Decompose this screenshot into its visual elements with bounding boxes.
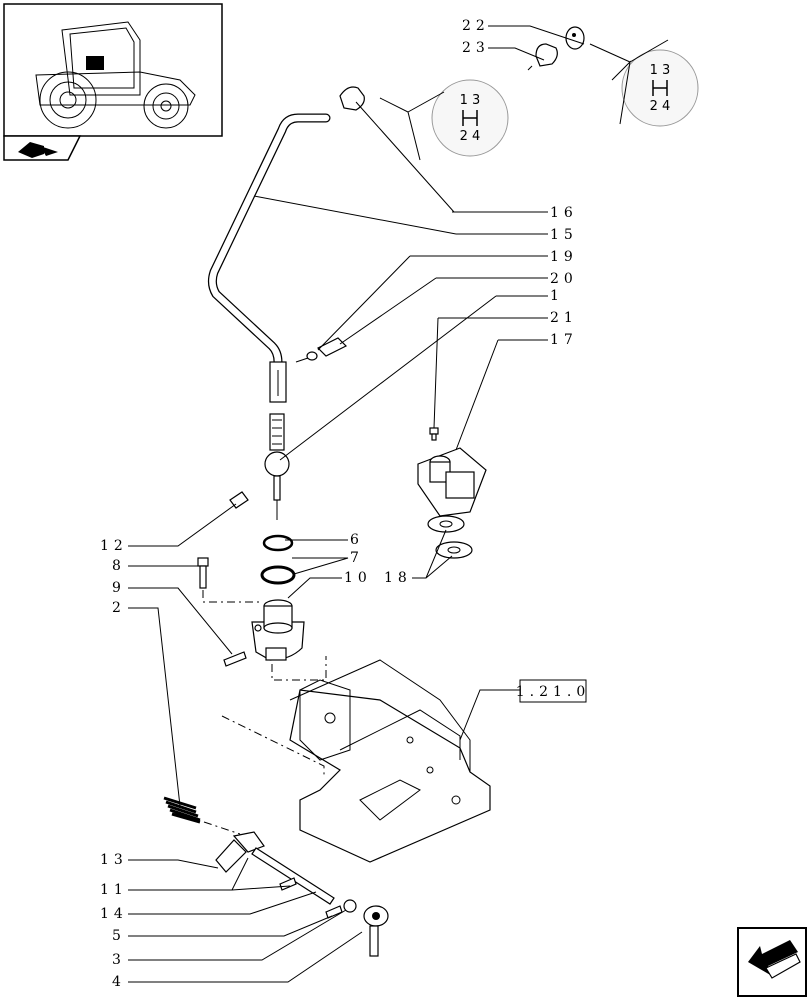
reference-link-box[interactable]: 1.21.0: [516, 679, 591, 703]
pin-part-9: [223, 651, 247, 667]
callout-19: 19: [550, 249, 578, 265]
callout-10: 10: [344, 570, 372, 586]
washer-part-3: [343, 899, 357, 913]
disc-pointer-left: [379, 91, 445, 161]
callout-14: 14: [100, 906, 128, 922]
pin-part-12: [229, 491, 249, 509]
housing-part-10: [251, 599, 305, 661]
callout-6: 6: [350, 532, 364, 548]
section-book-icon[interactable]: [3, 135, 82, 161]
callout-9: 9: [112, 580, 126, 596]
next-page-arrow-icon[interactable]: [737, 927, 807, 997]
leader-lines: [128, 25, 585, 983]
screw-part-8: [197, 557, 209, 589]
callout-4: 4: [112, 974, 126, 990]
screw-part-21: [429, 427, 439, 441]
lever-pin-part-1: [264, 413, 290, 520]
shift-pattern-bottom: 2 4: [460, 129, 481, 144]
callout-22: 22: [462, 18, 490, 34]
callout-1: 1: [550, 288, 564, 304]
ball-joint-part-4: [363, 905, 389, 957]
shift-pattern-top: 1 3: [460, 93, 481, 108]
shift-pattern-disc-right: 1 3 2 4: [621, 49, 699, 127]
callout-3: 3: [112, 952, 126, 968]
washer-part-18: [427, 515, 473, 559]
spring-part-2: [163, 796, 201, 824]
gear-lever-part-15: [207, 113, 331, 403]
shift-pattern-top-alt: 1 3: [650, 63, 671, 78]
snap-ring-part-6: [262, 534, 294, 552]
callout-15: 15: [550, 227, 578, 243]
seal-ring-part-7: [260, 565, 296, 585]
shift-pattern-disc-left: 1 3 2 4: [431, 79, 509, 157]
disc-pointer-right: [589, 39, 669, 125]
knob-part-22: [565, 26, 585, 50]
base-plate-assembly: [289, 659, 491, 863]
callout-18: 18: [384, 570, 412, 586]
callout-16: 16: [550, 205, 578, 221]
callout-5: 5: [112, 928, 126, 944]
callout-11: 11: [100, 882, 128, 898]
washer-part-19: [306, 351, 318, 361]
shift-pattern-bottom-alt: 2 4: [650, 99, 671, 114]
tractor-thumbnail-icon[interactable]: [3, 3, 223, 137]
callout-20: 20: [550, 271, 578, 287]
callout-13: 13: [100, 852, 128, 868]
callout-12: 12: [100, 538, 128, 554]
pin-part-14: [279, 877, 297, 891]
callout-17: 17: [550, 332, 578, 348]
callout-7: 7: [350, 550, 364, 566]
reference-link-label[interactable]: 1.21.0: [516, 684, 591, 700]
callout-23: 23: [462, 40, 490, 56]
gaiter-cover-part-17: [417, 447, 487, 517]
selector-shaft-part-11: [215, 831, 335, 905]
bolt-part-20: [316, 337, 348, 357]
callout-8: 8: [112, 558, 126, 574]
callout-2: 2: [112, 600, 126, 616]
callout-21: 21: [550, 310, 578, 326]
callout-labels: 22 23 16 15 19 20 1 21 17 12 6 8 7 9 10 …: [100, 18, 578, 990]
knob-part-23: [527, 43, 558, 71]
pin-part-5: [325, 905, 343, 919]
